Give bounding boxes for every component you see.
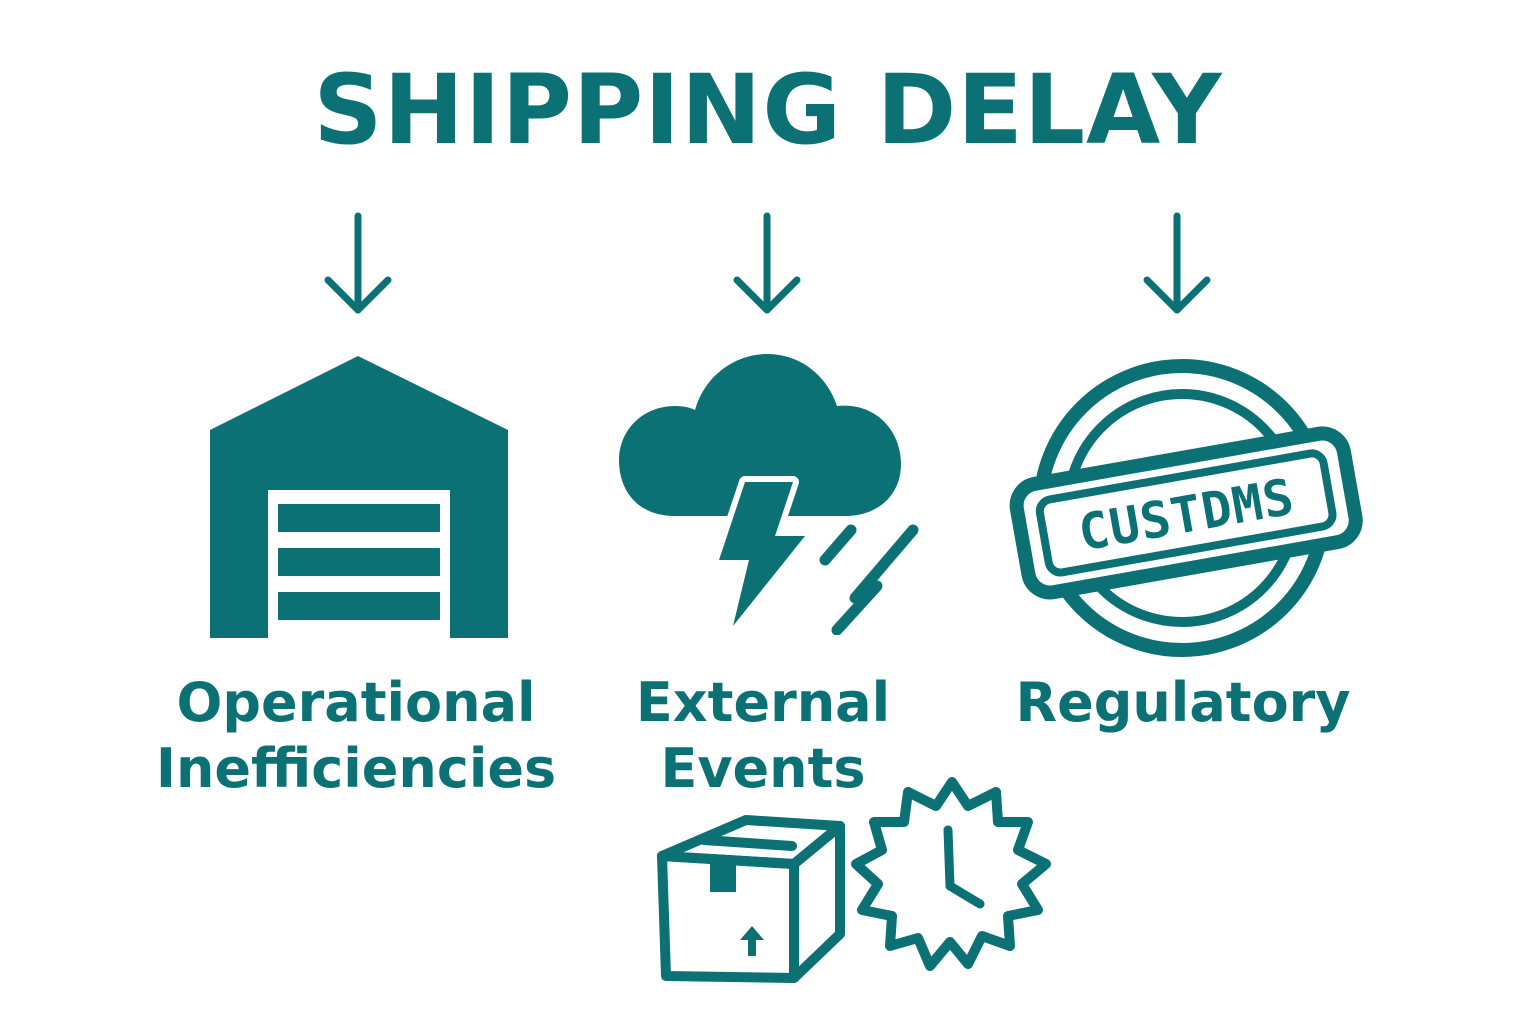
arrow-down-icon: [733, 212, 801, 314]
clock-badge-icon: [851, 777, 1051, 971]
label-line: Regulatory: [1015, 671, 1351, 734]
label-line: External: [635, 671, 891, 734]
label-operational-inefficiencies: Operational Inefficiencies: [106, 670, 606, 802]
package-box-icon: [657, 815, 845, 983]
label-line: Inefficiencies: [155, 737, 557, 800]
arrow-down-icon: [1143, 212, 1211, 314]
label-regulatory: Regulatory: [983, 670, 1383, 736]
label-line: Operational: [176, 671, 536, 734]
warehouse-icon: [210, 356, 508, 638]
storm-cloud-icon: [619, 354, 919, 635]
customs-stamp-icon: CUSTDMS: [1009, 359, 1363, 657]
arrow-down-icon: [324, 212, 392, 314]
diagram-title: SHIPPING DELAY: [313, 54, 1223, 166]
label-external-events: External Events: [563, 670, 963, 802]
label-line: Events: [660, 737, 866, 800]
